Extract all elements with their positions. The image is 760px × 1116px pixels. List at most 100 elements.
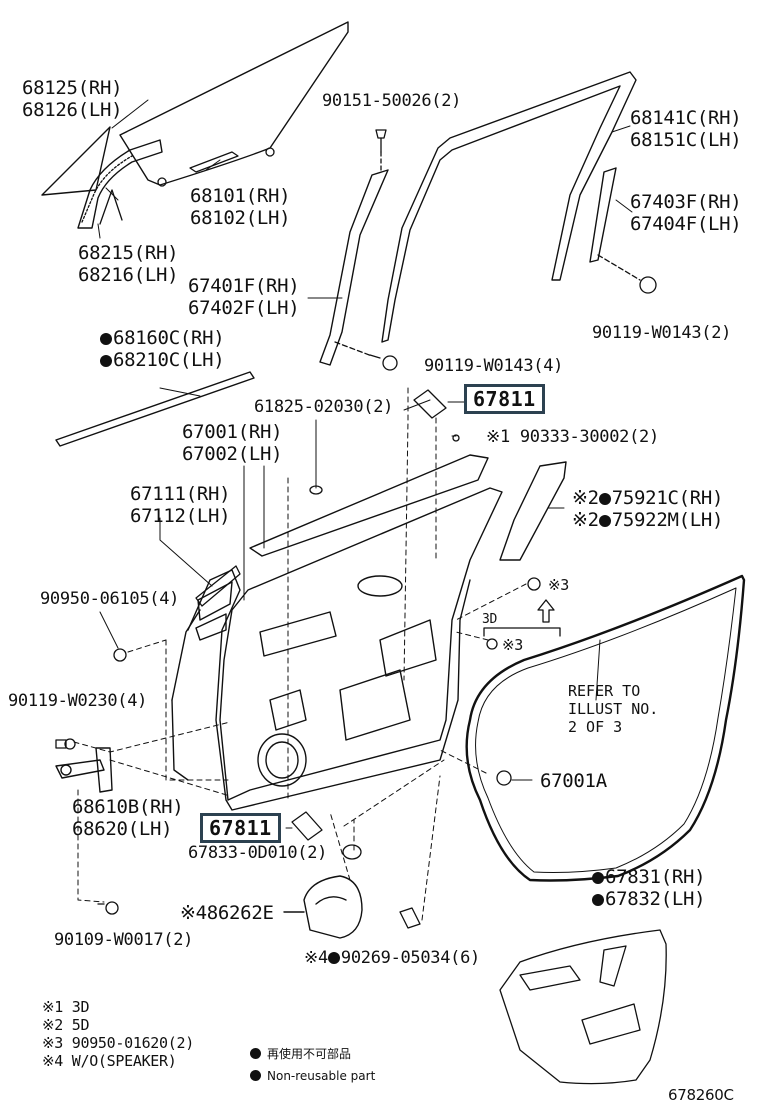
label-fastener-3-b: ※3 xyxy=(502,636,523,654)
weatherstrip-rh-row: 67831(RH) xyxy=(592,866,706,888)
footnote-mark: ※1 xyxy=(42,998,63,1016)
label-weatherstrip: 67831(RH) 67832(LH) xyxy=(592,866,706,910)
label-rear-sash: 67403F(RH) 67404F(LH) xyxy=(630,191,742,235)
footnote-3: ※3 90950-01620(2) xyxy=(42,1034,194,1052)
label-bolt-hinge: 90119-W0230(4) xyxy=(8,691,148,711)
leader-lines xyxy=(97,99,633,829)
hole-cover-top-shape xyxy=(413,389,447,419)
label-note1-part: ※1 90333-30002(2) xyxy=(486,427,659,448)
belt-moulding-shape xyxy=(55,371,255,447)
inner-weatherstrip-lh: 67112(LH) xyxy=(130,505,231,527)
label-glass-weatherstrip: 68215(RH) 68216(LH) xyxy=(78,242,179,286)
glass-weatherstrip-shape xyxy=(77,139,163,229)
label-clip: 61825-02030(2) xyxy=(254,397,394,417)
clip-shape xyxy=(309,485,323,495)
bolt-mid-shape xyxy=(334,341,398,371)
footnote-text: 3D xyxy=(71,998,90,1016)
non-reusable-dot xyxy=(598,515,611,527)
label-front-sash: 67401F(RH) 67402F(LH) xyxy=(188,275,300,319)
rear-sash-shape xyxy=(589,167,617,263)
door-glass-rh: 68101(RH) xyxy=(190,185,291,207)
footnote-1: ※1 3D xyxy=(42,998,194,1016)
rear-sash-lh: 67404F(LH) xyxy=(630,213,742,235)
belt-moulding-lh-row: 68210C(LH) xyxy=(100,349,225,371)
leader-dashes xyxy=(73,387,527,921)
footnote-mark: ※2 xyxy=(42,1016,63,1034)
weatherstrip-rh: 67831(RH) xyxy=(605,866,706,888)
door-trim-shape xyxy=(499,929,667,1085)
footnotes: ※1 3D ※2 5D ※3 90950-01620(2) ※4 W/O(SPE… xyxy=(42,998,194,1070)
plug-shape xyxy=(113,648,127,662)
door-assy-clip-shape xyxy=(496,770,512,786)
marker-1: ※1 xyxy=(486,427,510,447)
non-reusable-dot xyxy=(100,355,112,367)
marker-2: ※2 xyxy=(572,487,599,509)
belt-moulding-rh: 68160C(RH) xyxy=(113,327,225,349)
check-rh: 68610B(RH) xyxy=(72,796,184,818)
bolt-rear-shape xyxy=(597,254,657,294)
plug-bottom-shape xyxy=(342,844,362,860)
inner-weatherstrip-shape xyxy=(195,565,241,607)
label-belt-moulding: 68160C(RH) 68210C(LH) xyxy=(100,327,225,371)
quarter-glass-lh: 68126(LH) xyxy=(22,99,123,121)
front-sash-shape xyxy=(319,169,389,366)
label-door-assy: 67001A xyxy=(540,770,607,792)
label-bolt-check: 90109-W0017(2) xyxy=(54,930,194,950)
bolt-check-shape xyxy=(97,901,119,915)
front-sash-rh: 67401F(RH) xyxy=(188,275,300,297)
non-reusable-dot xyxy=(592,894,604,906)
refer-leader xyxy=(595,639,601,701)
non-reusable-dot xyxy=(100,333,112,345)
quarter-glass-rh: 68125(RH) xyxy=(22,77,123,99)
marker-4: ※4 xyxy=(304,948,328,968)
footnote-text: 90950-01620(2) xyxy=(71,1034,195,1052)
quarter-glass-shape xyxy=(41,126,111,196)
belt-moulding-lh: 68210C(LH) xyxy=(113,349,225,371)
footnote-4: ※4 W/O(SPEAKER) xyxy=(42,1052,194,1070)
clip-1-shape xyxy=(452,434,460,442)
screw-top-shape xyxy=(375,129,387,173)
label-3d: 3D xyxy=(482,612,498,627)
figure-id: 678260C xyxy=(668,1086,734,1104)
legend-jp-row: 再使用不可部品 xyxy=(250,1043,375,1065)
pillar-garnish-rh: 75921C(RH) xyxy=(611,487,724,509)
run-channel-shape xyxy=(381,71,637,343)
non-reusable-dot xyxy=(250,1070,261,1081)
footnote-mark: ※4 xyxy=(42,1052,63,1070)
label-fastener-3-a: ※3 xyxy=(548,576,569,594)
label-quarter-glass: 68125(RH) 68126(LH) xyxy=(22,77,123,121)
screw-speaker-shape xyxy=(399,907,421,929)
speaker-cover: 86262E xyxy=(206,902,274,924)
pillar-garnish-shape xyxy=(499,461,567,561)
run-channel-lh: 68151C(LH) xyxy=(630,129,742,151)
legend: 再使用不可部品 Non-reusable part xyxy=(250,1043,375,1087)
label-check: 68610B(RH) 68620(LH) xyxy=(72,796,184,840)
label-door-glass: 68101(RH) 68102(LH) xyxy=(190,185,291,229)
pillar-garnish-rh-row: ※2 75921C(RH) xyxy=(572,487,723,509)
label-inner-weatherstrip: 67111(RH) 67112(LH) xyxy=(130,483,231,527)
label-bolt-mid: 90119-W0143(4) xyxy=(424,356,564,376)
fastener-3-shape xyxy=(483,577,561,650)
label-bolt-rear: 90119-W0143(2) xyxy=(592,323,732,343)
door-panel-rh: 67001(RH) xyxy=(182,421,283,443)
door-panel-lh: 67002(LH) xyxy=(182,443,283,465)
hole-cover-top-callout: 67811 xyxy=(464,384,545,414)
weatherstrip-lh: 67832(LH) xyxy=(605,888,706,910)
hinge-bolt-shape xyxy=(55,738,76,750)
legend-jp: 再使用不可部品 xyxy=(267,1047,352,1061)
footnote-mark: ※3 xyxy=(42,1034,63,1052)
door-glass-shape xyxy=(119,21,349,187)
speaker-cover-shape xyxy=(283,875,363,939)
footnote-2: ※2 5D xyxy=(42,1016,194,1034)
hole-cover-bottom-shape xyxy=(291,811,323,841)
marker-4: ※4 xyxy=(180,902,207,924)
weatherstrip-lh-row: 67832(LH) xyxy=(592,888,706,910)
label-plug-bottom: 67833-0D010(2) xyxy=(188,843,328,863)
label-speaker-cover: ※486262E xyxy=(180,902,274,924)
non-reusable-dot xyxy=(250,1048,261,1059)
glass-weatherstrip-lh: 68216(LH) xyxy=(78,264,179,286)
glass-weatherstrip-rh: 68215(RH) xyxy=(78,242,179,264)
